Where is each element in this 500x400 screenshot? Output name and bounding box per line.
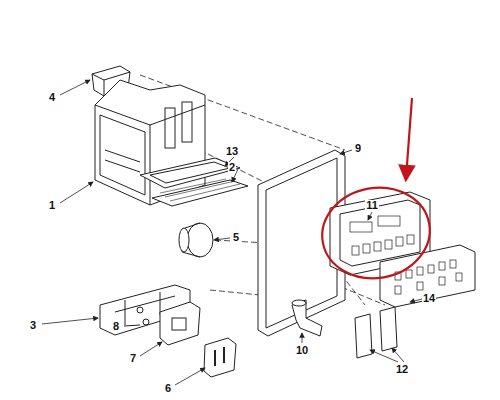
callout-number: 12 [395, 364, 409, 375]
callout-number: 13 [225, 146, 239, 157]
callout-number: 3 [29, 320, 37, 331]
callout-number: 14 [422, 293, 436, 304]
callout-number: 1 [48, 200, 56, 211]
callout-number: 7 [129, 353, 137, 364]
callout-number: 2 [228, 162, 236, 173]
callout-number: 4 [48, 92, 56, 103]
callout-number: 10 [295, 345, 309, 356]
callout-number: 9 [354, 143, 362, 154]
callout-number: 5 [232, 232, 240, 243]
callout-number: 11 [365, 200, 379, 211]
callout-number: 8 [112, 321, 120, 332]
callout-number: 6 [164, 383, 172, 394]
